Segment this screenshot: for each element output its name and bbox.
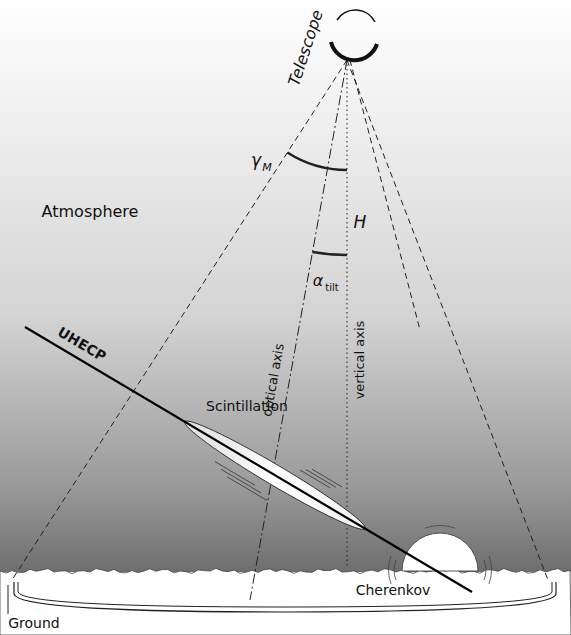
telescope-mirror xyxy=(331,42,377,60)
process-label: Scintillation xyxy=(206,399,288,413)
height-label: H xyxy=(354,214,367,231)
motion-stroke xyxy=(312,469,342,487)
wave-stroke xyxy=(489,556,492,584)
cherenkov-dome xyxy=(402,533,478,571)
motion-stroke xyxy=(221,469,261,493)
wave-stroke xyxy=(394,560,396,580)
angle-symbol: γ xyxy=(251,152,261,169)
motion-stroke xyxy=(227,477,267,501)
angle-subscript: M xyxy=(262,162,272,173)
wave-stroke xyxy=(389,556,392,584)
wave-stroke xyxy=(484,560,486,580)
ground-tick xyxy=(8,585,9,614)
angle-subscript: tilt xyxy=(325,283,338,293)
fov-line xyxy=(347,60,548,580)
ground-area-arc xyxy=(18,582,552,607)
fov-line xyxy=(350,60,420,330)
process-label: Cherenkov xyxy=(356,583,431,597)
motion-stroke xyxy=(300,470,330,488)
atmosphere-band xyxy=(0,0,571,572)
angle-symbol: α xyxy=(313,273,324,289)
ground-area-arc xyxy=(14,582,556,612)
telescope-lens xyxy=(337,10,375,22)
fov-line xyxy=(12,60,347,580)
region-label: Ground xyxy=(8,616,60,630)
wave-stroke xyxy=(425,526,455,529)
tilt-angle-arc xyxy=(313,252,348,255)
axis-label: vertical axis xyxy=(353,321,366,400)
ground-surface xyxy=(0,568,571,635)
geometry xyxy=(0,10,571,635)
optical-axis-line xyxy=(250,60,347,600)
region-label: Atmosphere xyxy=(42,204,139,220)
motion-stroke xyxy=(306,470,336,488)
fov-angle-arc xyxy=(287,153,347,171)
vertical-axis-line xyxy=(347,60,348,568)
uhecp-track xyxy=(25,327,472,592)
